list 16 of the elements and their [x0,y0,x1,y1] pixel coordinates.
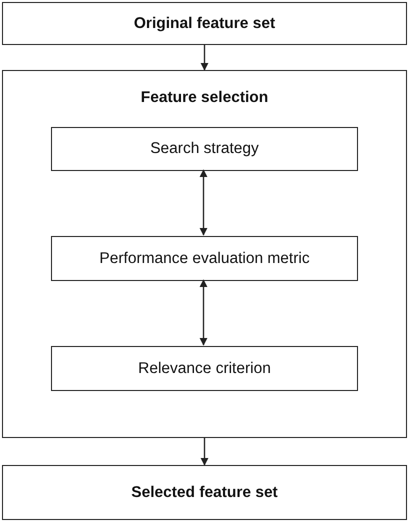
box-label: Performance evaluation metric [99,250,310,268]
process-box [51,236,358,281]
process-box [2,2,407,45]
arrow [200,279,208,346]
process-box [51,346,358,391]
box-label: Original feature set [134,14,276,32]
arrow [200,438,208,466]
process-box [2,70,407,438]
arrow [200,169,208,236]
process-box [2,465,407,520]
box-label: Relevance criterion [138,360,271,378]
process-box [51,127,358,171]
arrow [200,45,208,71]
box-label: Search strategy [150,140,259,158]
group-heading: Feature selection [140,89,268,107]
box-label: Selected feature set [131,484,278,502]
